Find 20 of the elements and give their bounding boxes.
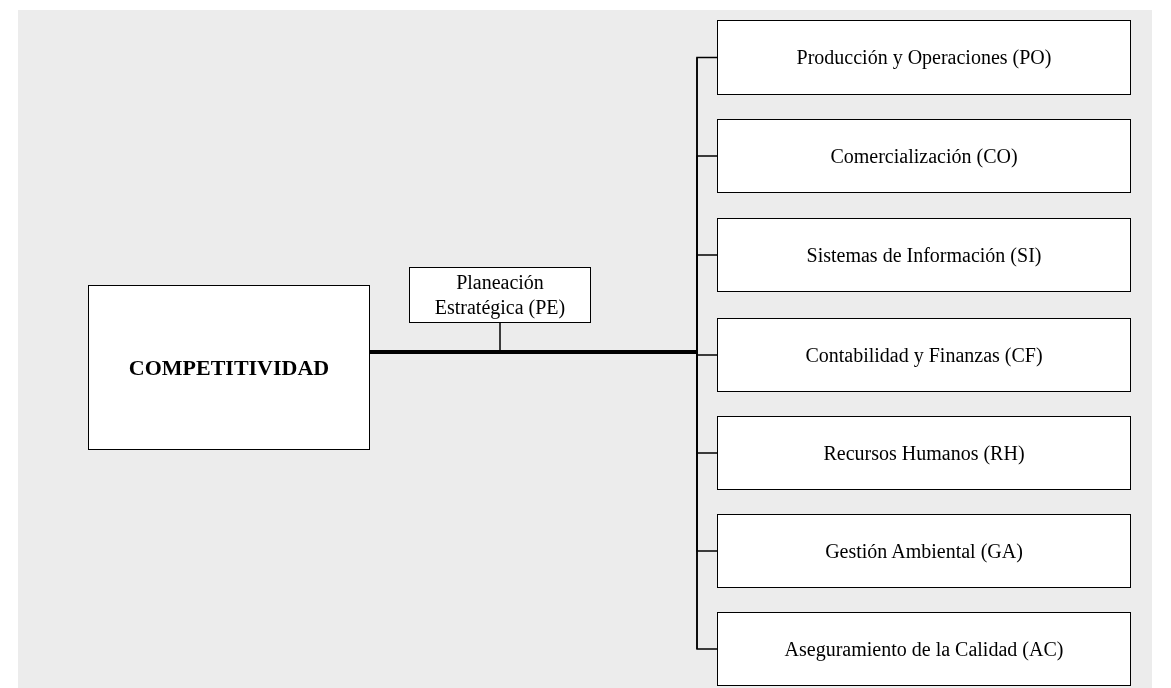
process-box [717,416,1131,490]
process-box [88,285,370,450]
box-label: COMPETITIVIDAD [128,353,330,382]
box-label: Gestión Ambiental (GA) [825,538,1023,564]
process-box [717,514,1131,588]
trunk-line [370,350,698,354]
process-box [717,20,1131,95]
box-label: Planeación Estratégica (PE) [433,270,567,320]
box-label: Aseguramiento de la Calidad (AC) [784,636,1064,662]
box-label: Comercialización (CO) [830,143,1018,169]
box-label: Contabilidad y Finanzas (CF) [805,342,1043,368]
box-label: Recursos Humanos (RH) [823,440,1025,466]
box-label: Producción y Operaciones (PO) [796,45,1052,70]
bus-line [696,56,698,650]
process-box [717,119,1131,193]
process-box [717,612,1131,686]
process-box [409,267,591,323]
box-label: Sistemas de Información (SI) [806,242,1042,268]
process-box [717,218,1131,292]
process-box [717,318,1131,392]
